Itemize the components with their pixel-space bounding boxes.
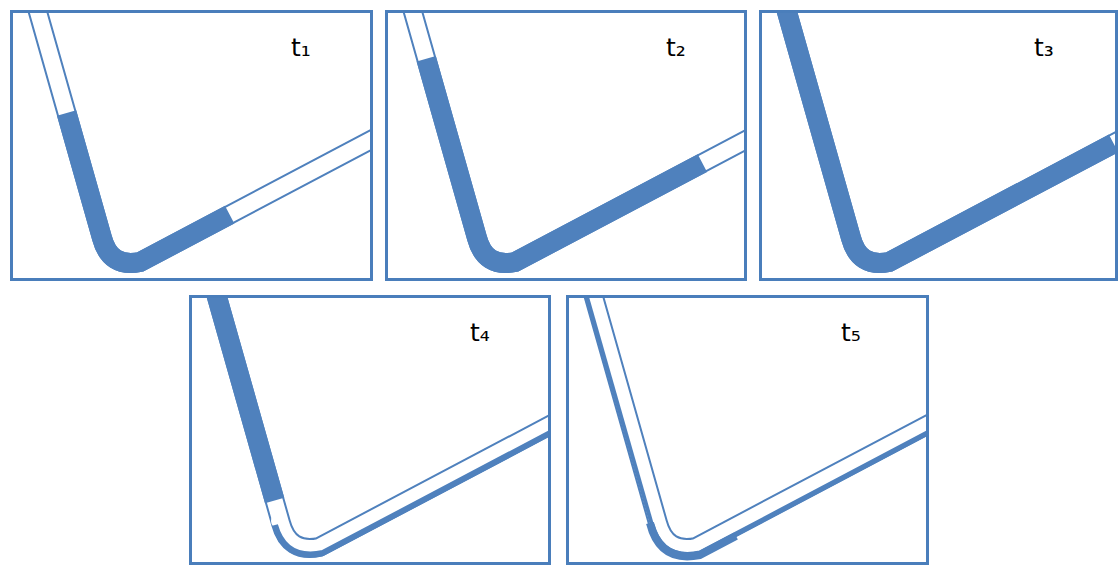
liquid bbox=[215, 297, 549, 548]
time-label: t₄ bbox=[470, 320, 490, 345]
tube-wall bbox=[36, 12, 371, 263]
liquid-film bbox=[652, 421, 927, 554]
tube-wall bbox=[785, 12, 1116, 263]
time-label: t₁ bbox=[291, 35, 311, 60]
tube-bore bbox=[36, 12, 371, 263]
tube-panel bbox=[785, 5, 1120, 263]
stage-panel: t₃ bbox=[759, 10, 1118, 281]
tube-panel bbox=[36, 5, 390, 263]
tube-wall bbox=[215, 297, 549, 548]
tube-panel bbox=[215, 290, 573, 554]
liquid bbox=[785, 12, 1116, 263]
liquid bbox=[36, 12, 371, 263]
stage-panel: t₄ bbox=[189, 295, 551, 565]
tube-wall bbox=[411, 12, 745, 263]
stage-panel: t₅ bbox=[566, 295, 929, 565]
time-label: t₅ bbox=[841, 320, 861, 345]
liquid-film bbox=[275, 421, 549, 554]
stage-panel: t₁ bbox=[10, 10, 373, 281]
liquid-pool bbox=[650, 523, 736, 556]
stage-panel: t₂ bbox=[385, 10, 747, 281]
liquid-film bbox=[585, 297, 652, 525]
tube-bore bbox=[411, 12, 745, 263]
liquid bbox=[411, 12, 745, 263]
time-label: t₂ bbox=[666, 35, 686, 60]
tube-panel bbox=[585, 290, 950, 556]
time-label: t₃ bbox=[1034, 35, 1054, 60]
tube-wall bbox=[592, 297, 927, 548]
tube-bore bbox=[785, 12, 1116, 263]
tube-panel bbox=[411, 5, 765, 263]
tube-bore bbox=[592, 297, 927, 548]
tube-bore bbox=[215, 297, 549, 548]
